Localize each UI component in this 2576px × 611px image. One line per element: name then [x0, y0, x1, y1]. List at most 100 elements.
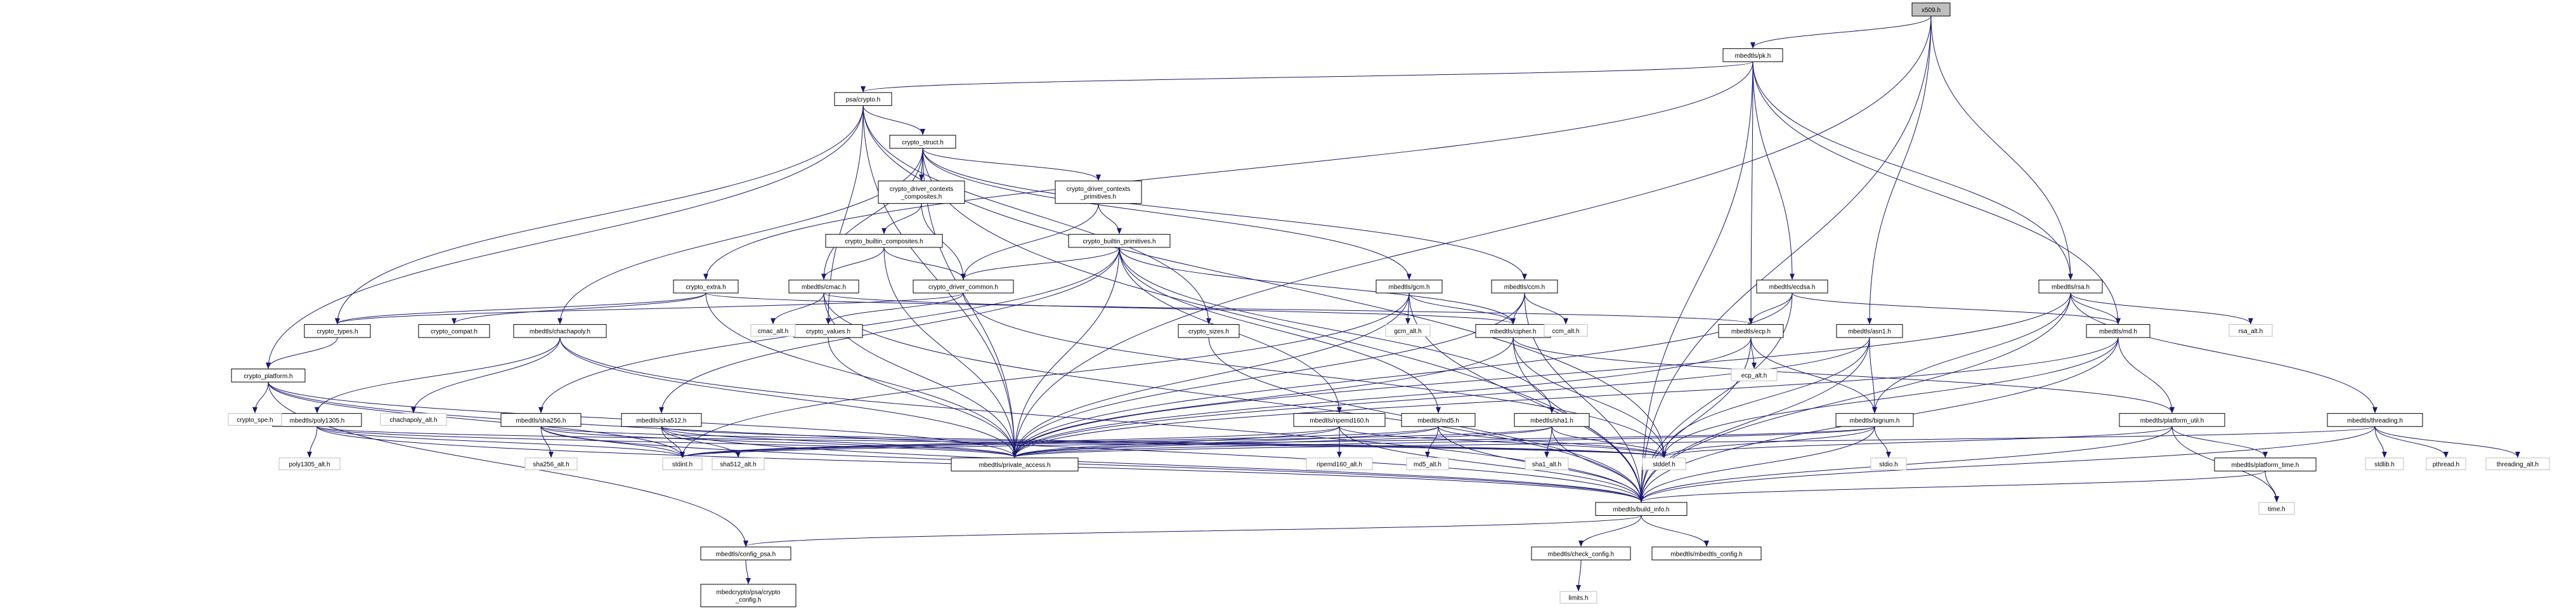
node-box-buildinfo [1595, 502, 1688, 516]
node-putil[interactable]: mbedtls/platform_util.h [2119, 413, 2225, 427]
edge-pk-to-buildinfo [1639, 62, 1753, 503]
node-cvalues[interactable]: crypto_values.h [793, 324, 863, 338]
edge-cstruct-to-cmac [821, 148, 923, 280]
node-pthread: pthread.h [2426, 457, 2466, 470]
node-pk[interactable]: mbedtls/pk.h [1722, 48, 1783, 62]
node-label-ccm: mbedtls/ccm.h [1504, 284, 1545, 291]
edge-cplatform-to-crypto_spe [252, 382, 269, 414]
edge-ripemd-to-stddef [1339, 426, 1667, 458]
node-cplatform[interactable]: crypto_platform.h [231, 369, 306, 383]
node-box-rsa [2038, 279, 2103, 294]
node-ccm[interactable]: mbedtls/ccm.h [1491, 279, 1558, 294]
edge-ripemd-to-buildinfo [1339, 426, 1644, 503]
node-label-stdio: stdio.h [1879, 461, 1897, 468]
node-ptime[interactable]: mbedtls/platform_time.h [2214, 457, 2317, 471]
node-extra[interactable]: crypto_extra.h [673, 279, 739, 294]
node-ecdsa[interactable]: mbedtls/ecdsa.h [1756, 279, 1828, 294]
edge-bignum-to-privacc [1012, 426, 1875, 458]
edge-rsa-to-threading [2070, 292, 2378, 414]
node-dcommon[interactable]: crypto_driver_common.h [913, 279, 1014, 294]
edge-cstruct-to-ccm [922, 148, 1527, 280]
edge-cstruct-to-gcm [922, 148, 1412, 280]
node-label-dccomp: crypto_driver_contexts [890, 186, 954, 193]
node-chachapoly[interactable]: mbedtls/chachapoly.h [513, 324, 607, 338]
node-cstruct[interactable]: crypto_struct.h [889, 135, 956, 149]
edge-cmac-to-buildinfo [823, 292, 1644, 503]
edge-x509-to-asn1 [1867, 16, 1932, 325]
node-checkcfg[interactable]: mbedtls/check_config.h [1531, 546, 1631, 561]
node-psacfg[interactable]: mbedcrypto/psa/crypto_config.h [700, 584, 797, 607]
node-box-sha256 [500, 413, 582, 427]
node-dccomp[interactable]: crypto_driver_contexts_composites.h [878, 180, 965, 204]
node-box-psacfg [700, 584, 797, 607]
edge-md5-to-md5_alt [1425, 426, 1439, 458]
node-label-ripemd: mbedtls/ripemd160.h [1310, 417, 1369, 424]
node-psacrypto[interactable]: psa/crypto.h [834, 92, 892, 106]
node-buildinfo[interactable]: mbedtls/build_info.h [1595, 502, 1688, 516]
node-box-cmac [788, 279, 859, 294]
edge-sha256-to-stdint [540, 426, 685, 458]
node-cipher[interactable]: mbedtls/cipher.h [1475, 324, 1551, 338]
node-label-cipher: mbedtls/cipher.h [1490, 329, 1537, 336]
node-ctypes[interactable]: crypto_types.h [304, 324, 371, 338]
edge-threading-to-pthread [2374, 426, 2449, 458]
node-threading[interactable]: mbedtls/threading.h [2327, 413, 2423, 427]
node-gcm[interactable]: mbedtls/gcm.h [1376, 279, 1443, 294]
node-md5_alt: md5_alt.h [1406, 457, 1449, 470]
node-ripemd[interactable]: mbedtls/ripemd160.h [1293, 413, 1386, 427]
edge-layer [252, 16, 2520, 592]
node-privacc[interactable]: mbedtls/private_access.h [951, 457, 1079, 471]
node-label-sha1_alt: sha1_alt.h [1532, 461, 1561, 468]
node-label-ecp: mbedtls/ecp.h [1731, 329, 1771, 336]
edge-asn1-to-buildinfo [1639, 337, 1870, 503]
edge-ptime-to-buildinfo [1639, 470, 2266, 503]
node-cmac_alt: cmac_alt.h [750, 324, 796, 337]
node-label-poly1305: mbedtls/poly1305.h [290, 417, 345, 424]
node-md5[interactable]: mbedtls/md5.h [1401, 413, 1476, 427]
edge-extra-to-ctypes [335, 292, 706, 325]
node-asn1[interactable]: mbedtls/asn1.h [1836, 324, 1903, 338]
node-bprim[interactable]: crypto_builtin_primitives.h [1068, 233, 1171, 248]
edge-buildinfo-to-checkcfg [1578, 515, 1642, 548]
edge-bprim-to-md5 [1119, 247, 1441, 414]
edge-buildinfo-to-configpsa [743, 515, 1642, 548]
node-label-ptime: mbedtls/platform_time.h [2232, 462, 2300, 469]
edge-bprim-to-dcommon [961, 247, 1120, 280]
node-bcomp[interactable]: crypto_builtin_composites.h [825, 233, 943, 248]
node-box-ecp [1718, 324, 1784, 338]
node-poly1305[interactable]: mbedtls/poly1305.h [272, 413, 362, 427]
edge-threading-to-threading_alt [2374, 426, 2520, 458]
node-ccompat[interactable]: crypto_compat.h [418, 324, 490, 338]
node-sha512[interactable]: mbedtls/sha512.h [621, 413, 702, 427]
edge-psacrypto-to-cplatform [266, 105, 864, 369]
edge-bprim-to-privacc [1012, 247, 1120, 458]
node-stdio: stdio.h [1870, 457, 1907, 470]
node-label-rsa: mbedtls/rsa.h [2052, 284, 2090, 291]
node-box-bcomp [825, 233, 943, 248]
node-cmac[interactable]: mbedtls/cmac.h [788, 279, 859, 294]
node-box-asn1 [1836, 324, 1903, 338]
node-sha1[interactable]: mbedtls/sha1.h [1514, 413, 1590, 427]
node-dcprim[interactable]: crypto_driver_contexts_primitives.h [1055, 180, 1142, 204]
edge-sha1-to-sha1_alt [1544, 426, 1552, 458]
node-bignum[interactable]: mbedtls/bignum.h [1835, 413, 1914, 427]
node-sha256[interactable]: mbedtls/sha256.h [500, 413, 582, 427]
node-box-configpsa [700, 546, 791, 561]
edge-pk-to-md [1752, 62, 2121, 325]
node-label-dcprim: _primitives.h [1080, 194, 1116, 200]
node-mbedcfg[interactable]: mbedtls/mbedtls_config.h [1651, 546, 1762, 561]
node-csizes[interactable]: crypto_sizes.h [1178, 324, 1240, 338]
node-x509[interactable]: x509.h [1911, 3, 1951, 16]
node-box-gcm_alt [1385, 324, 1431, 337]
node-md[interactable]: mbedtls/md.h [2086, 324, 2150, 338]
node-ecp[interactable]: mbedtls/ecp.h [1718, 324, 1784, 338]
edge-ecp-to-buildinfo [1639, 337, 1752, 503]
node-rsa[interactable]: mbedtls/rsa.h [2038, 279, 2103, 294]
node-configpsa[interactable]: mbedtls/config_psa.h [700, 546, 791, 561]
node-sha1_alt: sha1_alt.h [1525, 457, 1569, 470]
node-box-dcommon [913, 279, 1014, 294]
node-label-cmac: mbedtls/cmac.h [802, 284, 846, 291]
node-label-threading: mbedtls/threading.h [2347, 417, 2403, 424]
edge-md5-to-stddef [1438, 426, 1667, 458]
